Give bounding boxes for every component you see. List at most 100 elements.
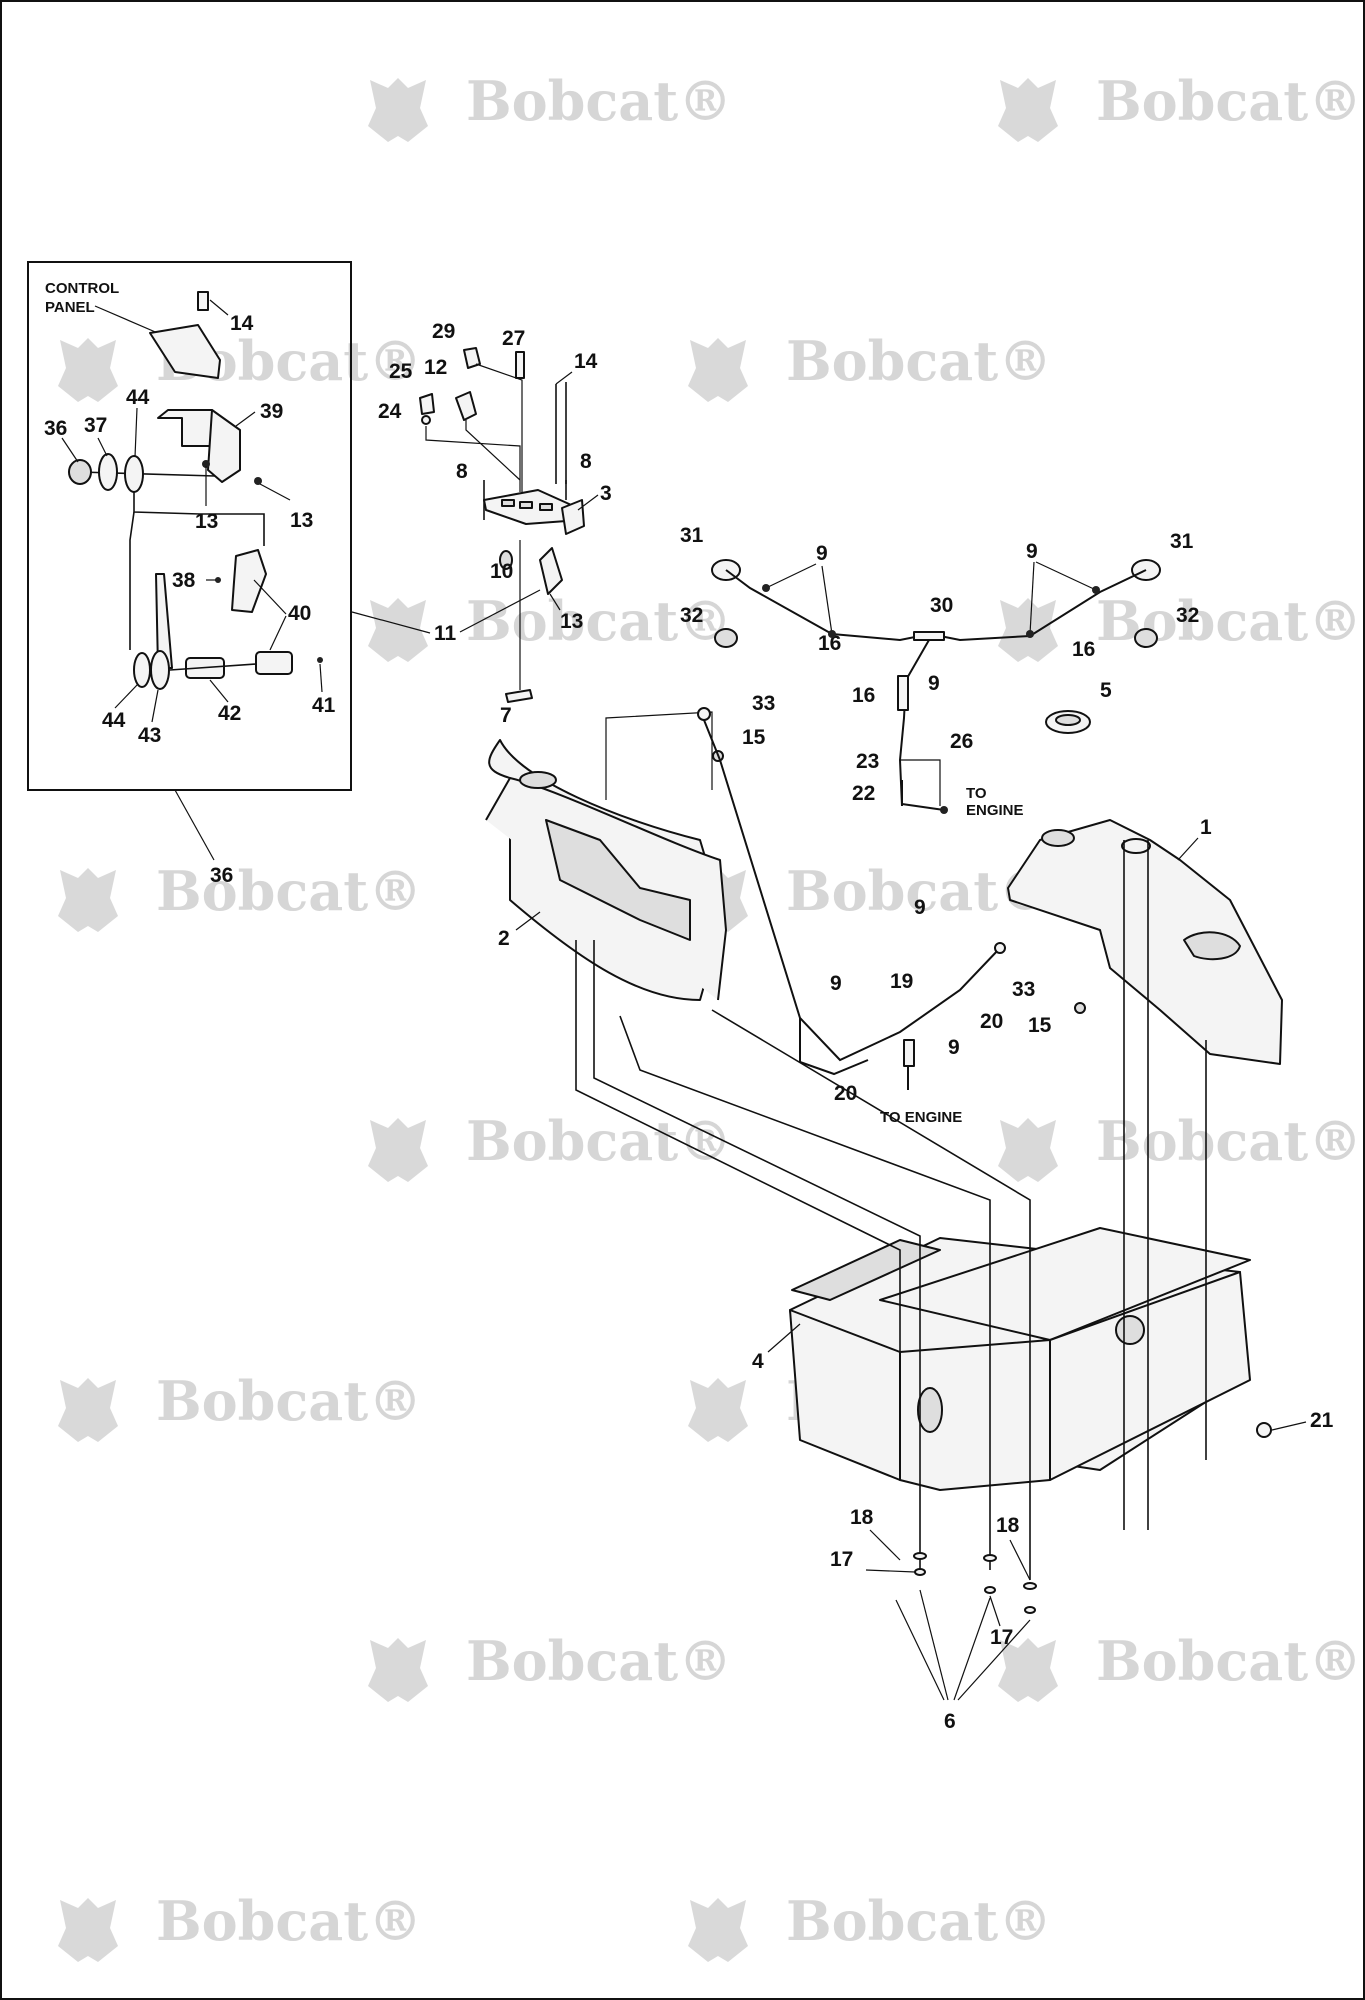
control-panel-plate bbox=[149, 324, 221, 379]
leader bbox=[989, 1595, 1001, 1627]
callout-29: 29 bbox=[432, 320, 455, 343]
tank-2-panel bbox=[545, 819, 691, 941]
callout-42: 42 bbox=[218, 702, 241, 725]
watermark-text: Bobcat® bbox=[156, 1369, 422, 1433]
callout-9a: 9 bbox=[816, 542, 828, 565]
control-panel-inset: CONTROL PANEL 14 39 36 37 44 13 13 bbox=[27, 261, 352, 887]
callout-32b: 32 bbox=[1176, 604, 1199, 627]
leader bbox=[919, 1589, 949, 1701]
watermark: Bobcat® bbox=[998, 1629, 1362, 1702]
slot bbox=[519, 501, 533, 509]
switch-10 bbox=[499, 550, 513, 570]
leader bbox=[114, 683, 139, 709]
slot bbox=[539, 503, 553, 511]
callout-15b: 15 bbox=[1028, 1014, 1052, 1037]
bobcat-logo-icon bbox=[58, 868, 118, 932]
callout-9c: 9 bbox=[928, 672, 940, 695]
frame-top bbox=[879, 1227, 1251, 1341]
leader bbox=[1035, 561, 1097, 591]
part-33a bbox=[697, 707, 711, 721]
leader bbox=[1009, 1539, 1031, 1581]
leader bbox=[209, 299, 229, 316]
clamp bbox=[940, 806, 948, 814]
bolt-41 bbox=[317, 657, 323, 663]
callout-20a: 20 bbox=[834, 1082, 857, 1105]
leader bbox=[209, 679, 229, 703]
bobcat-logo-icon bbox=[998, 598, 1058, 662]
callout-18a: 18 bbox=[850, 1506, 874, 1529]
inset-frame bbox=[27, 261, 352, 791]
strap-6d bbox=[711, 1009, 1031, 1580]
washer-44 bbox=[124, 455, 144, 493]
lever-13 bbox=[539, 547, 563, 595]
leader bbox=[1271, 1421, 1307, 1431]
callout-3: 3 bbox=[600, 482, 612, 505]
callout-19: 19 bbox=[890, 970, 913, 993]
note-to-engine-1a: TO bbox=[966, 785, 987, 802]
part-33b bbox=[994, 942, 1006, 954]
frame-plate bbox=[791, 1239, 941, 1301]
tank-1-body bbox=[1007, 819, 1283, 1065]
callout-31b: 31 bbox=[1170, 530, 1194, 553]
bobcat-logo-icon bbox=[368, 78, 428, 142]
washer-18 bbox=[1023, 1582, 1037, 1590]
watermark: Bobcat® bbox=[688, 329, 1052, 402]
callout-33a: 33 bbox=[752, 692, 775, 715]
leader bbox=[61, 437, 79, 463]
clamp-9 bbox=[1092, 586, 1100, 594]
callout-31a: 31 bbox=[680, 524, 704, 547]
filter-16 bbox=[897, 675, 909, 711]
watermark: Bobcat® bbox=[998, 1109, 1362, 1182]
bobcat-logo-icon bbox=[368, 598, 428, 662]
filter-19 bbox=[903, 1039, 915, 1067]
leader bbox=[900, 759, 941, 806]
callout-44b: 44 bbox=[102, 709, 126, 732]
leader bbox=[577, 494, 599, 511]
callout-8b: 8 bbox=[580, 450, 592, 473]
callout-11: 11 bbox=[434, 622, 457, 645]
watermark: Bobcat® bbox=[688, 1889, 1052, 1962]
washer-37 bbox=[98, 453, 118, 491]
callout-43: 43 bbox=[138, 724, 161, 747]
tee-30 bbox=[913, 631, 945, 641]
watermark: Bobcat® bbox=[58, 1889, 422, 1962]
link bbox=[133, 492, 265, 546]
callout-40: 40 bbox=[288, 602, 311, 625]
leader bbox=[895, 1599, 945, 1701]
tank-1-filler bbox=[1041, 829, 1075, 847]
inset-title-line2: PANEL bbox=[45, 299, 95, 316]
callout-13: 13 bbox=[560, 610, 583, 633]
callout-21: 21 bbox=[1310, 1409, 1334, 1432]
part-24 bbox=[421, 415, 431, 425]
watermark-text: Bobcat® bbox=[1096, 1629, 1362, 1693]
hose-network: 31 32 31 32 30 16 16 9 9 16 9 23 26 22 T… bbox=[680, 524, 1199, 1126]
frame-right bbox=[1049, 1271, 1251, 1481]
leader bbox=[174, 789, 215, 861]
frame-4: 4 21 bbox=[752, 1227, 1334, 1491]
leader bbox=[97, 437, 108, 457]
callout-33b: 33 bbox=[1012, 978, 1035, 1001]
callout-32a: 32 bbox=[680, 604, 703, 627]
cap-5-top bbox=[1055, 714, 1081, 726]
callout-41: 41 bbox=[312, 694, 336, 717]
leader bbox=[549, 593, 561, 611]
leader bbox=[767, 1323, 801, 1353]
leader bbox=[235, 411, 256, 427]
bolt-38 bbox=[215, 577, 221, 583]
bolt-21 bbox=[1256, 1422, 1272, 1438]
callout-27: 27 bbox=[502, 327, 525, 350]
leader bbox=[319, 663, 323, 693]
watermark-text: Bobcat® bbox=[466, 1629, 732, 1693]
clamp-9 bbox=[762, 584, 770, 592]
callout-8a: 8 bbox=[456, 460, 468, 483]
callout-23: 23 bbox=[856, 750, 879, 773]
strap bbox=[155, 573, 173, 669]
callout-39: 39 bbox=[260, 400, 283, 423]
link bbox=[129, 511, 135, 650]
right-tank-1: 5 1 bbox=[1007, 679, 1283, 1065]
strap-6b bbox=[593, 940, 921, 1570]
bobcat-logo-icon bbox=[998, 1118, 1058, 1182]
watermark-text: Bobcat® bbox=[786, 329, 1052, 393]
left-tank-2: 2 bbox=[485, 739, 727, 1001]
